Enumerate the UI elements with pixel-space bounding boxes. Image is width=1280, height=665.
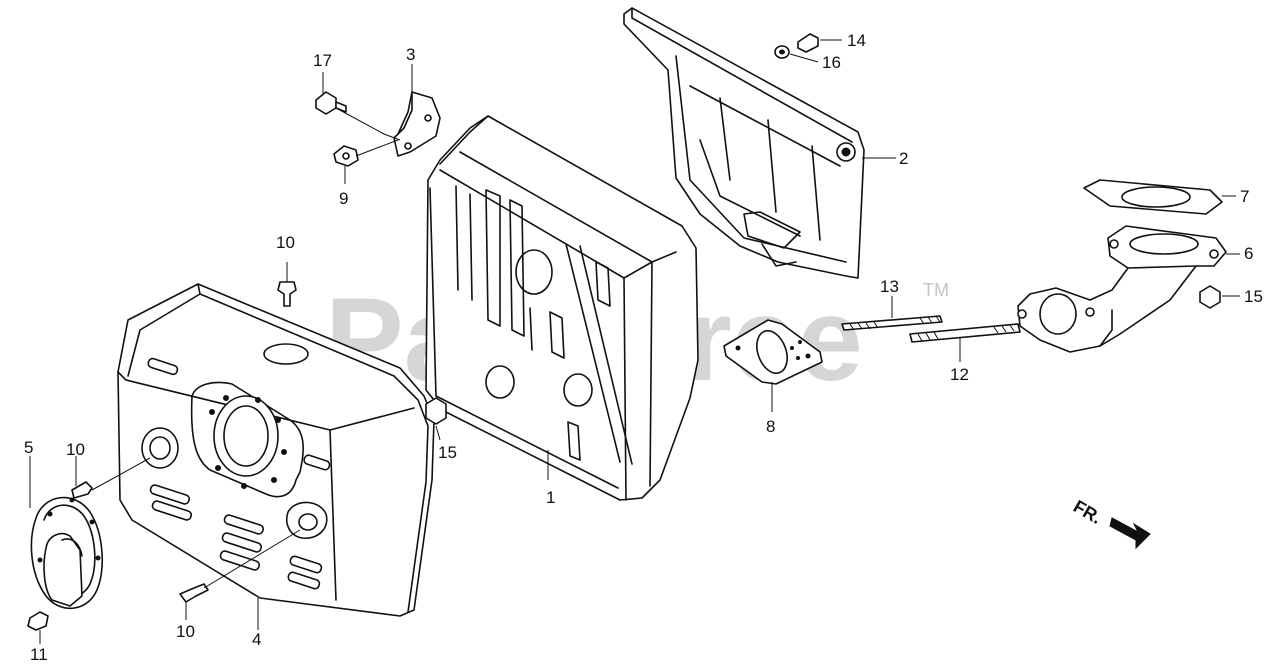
part-spark-arrester-cover [30, 496, 104, 610]
callout-labels: 1 2 3 4 5 6 7 8 9 10 10 10 11 12 13 14 1… [24, 31, 1263, 664]
protector-vent-slots [147, 357, 331, 590]
front-direction-marker: FR. [1070, 496, 1151, 550]
callout-14: 14 [847, 31, 866, 50]
part-bracket [393, 91, 441, 157]
callout-15-middle: 15 [438, 443, 457, 462]
callout-10-left: 10 [66, 440, 85, 459]
callout-8: 8 [766, 417, 775, 436]
callout-2: 2 [899, 149, 908, 168]
callout-13: 13 [880, 277, 899, 296]
part-muffler-protector [117, 283, 435, 617]
callout-7: 7 [1240, 187, 1249, 206]
callout-4: 4 [252, 630, 261, 649]
watermark-tm: TM [923, 280, 949, 300]
part-exhaust-gasket [1083, 179, 1223, 215]
part-heat-shield [623, 7, 865, 279]
part-muffler-body [425, 115, 699, 501]
callout-12: 12 [950, 365, 969, 384]
leader-lines [29, 39, 1240, 644]
callout-6: 6 [1244, 244, 1253, 263]
fr-label: FR. [1070, 496, 1105, 528]
callout-17: 17 [313, 51, 332, 70]
callout-11: 11 [30, 645, 48, 664]
callout-16: 16 [822, 53, 841, 72]
callout-1: 1 [546, 488, 555, 507]
fr-arrow-icon [1109, 517, 1151, 550]
callout-5: 5 [24, 438, 33, 457]
part-stud-bolts [841, 315, 1021, 343]
callout-10-bottom: 10 [176, 622, 195, 641]
callout-3: 3 [406, 45, 415, 64]
callout-9: 9 [339, 189, 348, 208]
part-hardware [27, 33, 1221, 631]
part-gasket [723, 319, 823, 385]
part-exhaust-pipe [1017, 225, 1227, 353]
callout-15-right: 15 [1244, 287, 1263, 306]
callout-10-upper: 10 [276, 233, 295, 252]
